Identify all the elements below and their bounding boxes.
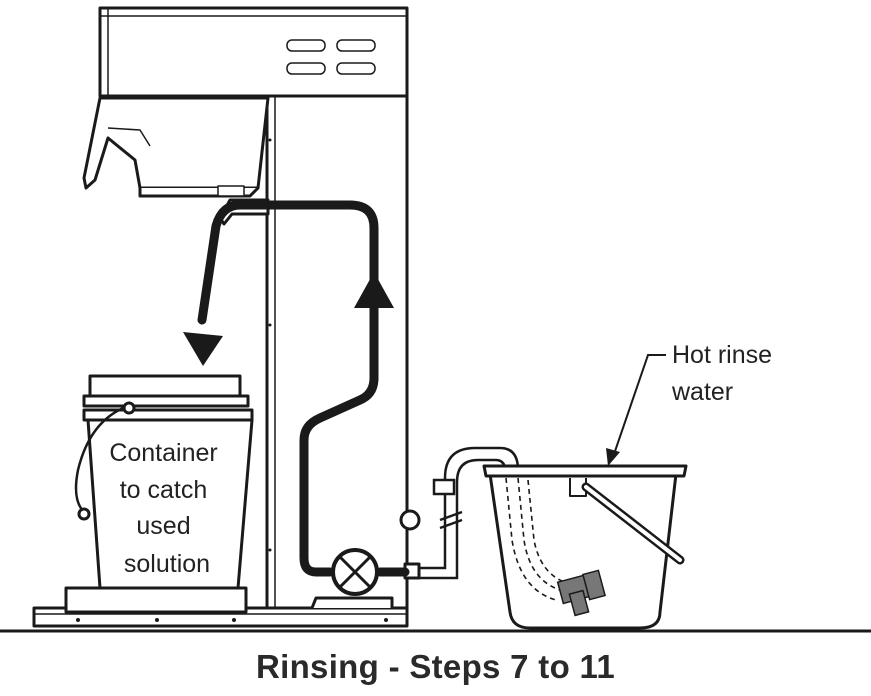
brewer-body [265,94,409,610]
rinse-label-line1: Hot rinse [672,341,772,369]
vent-grille [286,39,376,75]
pump-icon [331,548,379,596]
container-label-line1: Container [109,439,217,467]
brewer-top [98,6,409,98]
rinse-callout [606,354,666,466]
flow-line-main [197,200,379,577]
submerged-hose [505,477,565,601]
down-arrow-icon [183,332,223,366]
rinse-label: Hot rinse water [671,341,779,406]
coffee-brewer [32,6,421,628]
container-label-line3: used [136,512,190,540]
spray-fittings [556,569,607,617]
up-arrow-icon [354,272,394,308]
container-label-line4: solution [124,550,210,578]
container-label: Container to catch used solution [109,439,224,578]
brew-funnel [82,96,270,190]
catch-container [64,374,254,614]
figure-caption: Rinsing - Steps 7 to 11 [256,648,615,685]
rinse-label-line2: water [671,378,733,406]
container-label-line2: to catch [120,476,208,504]
flow-path [197,200,410,577]
